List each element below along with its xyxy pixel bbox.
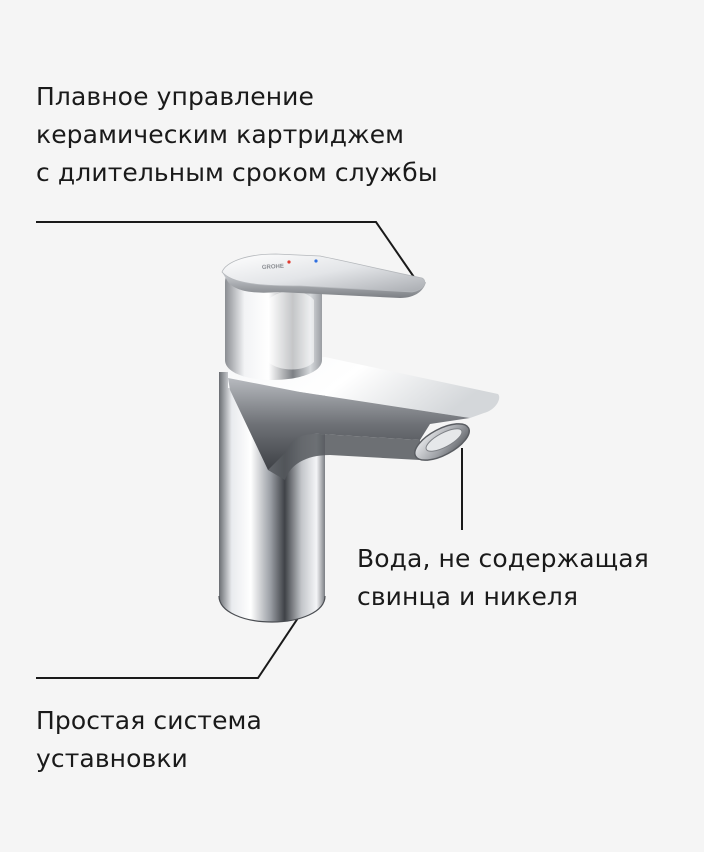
hot-indicator-dot <box>287 260 291 264</box>
install-leader-line <box>36 617 299 679</box>
feature-water-line-1: Вода, не содержащая <box>357 544 649 573</box>
faucet-base-edge <box>218 595 326 623</box>
faucet-lever-top <box>221 253 426 293</box>
feature-install-text: Простая система уставновки <box>36 702 262 778</box>
feature-cartridge-line-3: с длительным сроком службы <box>36 158 438 187</box>
cold-indicator-dot <box>314 259 318 263</box>
feature-cartridge-text: Плавное управление керамическим картридж… <box>36 78 438 192</box>
faucet-aerator-inner <box>425 428 463 452</box>
feature-cartridge-line-1: Плавное управление <box>36 82 314 111</box>
faucet-spout-underside <box>268 433 420 480</box>
feature-water-text: Вода, не содержащая свинца и никеля <box>357 540 649 616</box>
feature-install-line-1: Простая система <box>36 706 262 735</box>
leader-lines <box>36 221 463 679</box>
feature-water-line-2: свинца и никеля <box>357 582 579 611</box>
faucet-neck-highlight <box>268 291 314 370</box>
faucet-body: GROHE <box>218 253 500 623</box>
feature-install-line-2: уставновки <box>36 744 188 773</box>
cartridge-leader-line <box>36 221 417 281</box>
feature-cartridge-line-2: керамическим картриджем <box>36 120 405 149</box>
grohe-logo: GROHE <box>262 264 284 271</box>
faucet-spout-side <box>228 378 470 470</box>
